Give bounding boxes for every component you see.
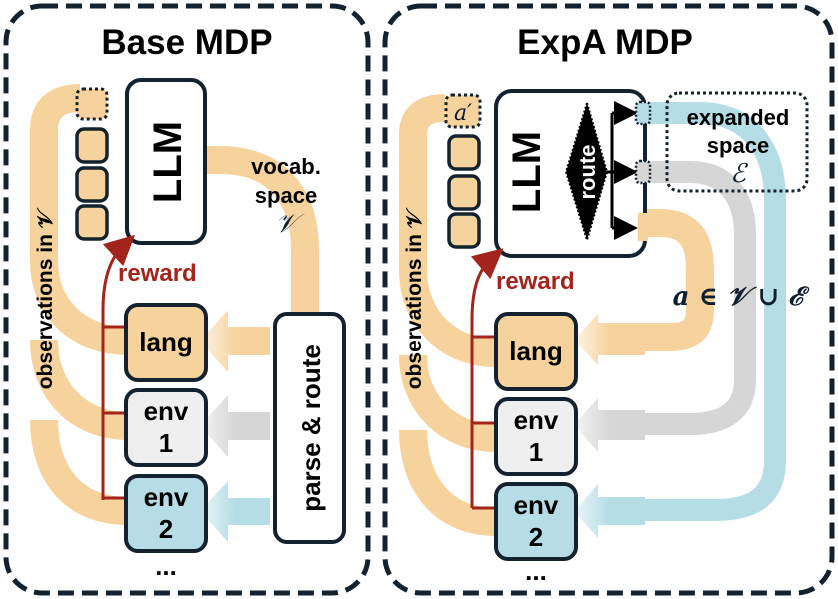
expa-title: ExpA MDP: [517, 23, 693, 62]
expa-reward-label: reward: [496, 268, 575, 295]
token-square: [447, 134, 481, 171]
lang-action-flow: [638, 209, 714, 351]
base-mdp-panel: Base MDP LLM vocab. space 𝒱: [3, 3, 371, 596]
action-space-label: a ∈ 𝒱 ∪ ℰ: [673, 282, 811, 312]
base-module-lang: lang: [124, 303, 208, 382]
parse-route-box: [273, 312, 346, 544]
base-reward-connector: [101, 234, 135, 500]
expa-observation-flows: [399, 94, 497, 536]
expa-llm-label: LLM: [505, 131, 549, 213]
base-panel-frame: [3, 3, 371, 596]
obs-flow-env2: [30, 419, 129, 525]
obs-flow-env1: [399, 354, 497, 452]
expanded-slot-blue: [634, 100, 652, 126]
expanded-label-line2: space: [707, 133, 769, 158]
base-env2-label-line2: 2: [159, 514, 173, 544]
arrow-to-env1: [200, 395, 270, 457]
token-square: [447, 174, 481, 211]
parse-route-label: parse & route: [296, 344, 326, 512]
vocab-slot-orange: [638, 213, 648, 241]
token-square: [75, 166, 109, 203]
base-llm-label: LLM: [146, 121, 190, 203]
arrow-to-env2: [574, 484, 645, 538]
route-label: route: [575, 145, 600, 200]
expa-action-flows: [638, 102, 786, 521]
expa-action-arrows: [574, 314, 645, 538]
expa-token-stack: a′: [444, 93, 482, 249]
env1-action-flow: [640, 161, 756, 435]
expa-observations-label: observations in 𝒱: [403, 207, 426, 389]
base-module-env2: env 2: [124, 474, 208, 553]
expa-lang-label: lang: [509, 336, 562, 366]
obs-flow-env1: [30, 339, 129, 440]
expa-module-env1: env 1: [494, 397, 578, 476]
expa-ellipsis: ...: [525, 556, 547, 586]
arrow-to-lang: [574, 314, 645, 365]
arrow-to-env2: [200, 481, 270, 542]
obs-flow-lang: [399, 94, 497, 367]
expanded-symbol: ℰ: [730, 159, 748, 189]
token-square: [447, 212, 481, 249]
expa-mdp-panel: ExpA MDP a′ LLM: [382, 3, 835, 596]
base-env2-label-line1: env: [144, 482, 189, 512]
expa-env1-label-line2: 1: [529, 437, 543, 467]
base-observation-flows: [30, 84, 129, 525]
base-env1-label-line2: 1: [159, 428, 173, 458]
env2-action-flow: [640, 102, 786, 521]
route-diamond: [564, 99, 609, 244]
expa-module-env2: env 2: [494, 482, 578, 561]
a-prime-label: a′: [454, 101, 472, 126]
base-action-arrows: [200, 310, 270, 542]
vocab-label-line2: space: [255, 183, 317, 208]
expa-env1-label-line1: env: [514, 405, 559, 435]
base-module-env1: env 1: [124, 388, 208, 467]
base-title: Base MDP: [101, 23, 272, 62]
base-lang-label: lang: [139, 327, 192, 357]
arrow-to-lang: [200, 310, 270, 372]
base-observations-label: observations in 𝒱: [34, 207, 57, 389]
expa-env2-label-line1: env: [514, 490, 559, 520]
obs-flow-env2: [399, 429, 497, 536]
base-reward-label: reward: [118, 260, 197, 287]
expa-env2-label-line2: 2: [529, 522, 543, 552]
token-square: [75, 127, 109, 164]
next-token-slot: [75, 87, 109, 121]
expa-panel-frame: [382, 3, 835, 596]
obs-flow-lang: [30, 84, 129, 355]
expa-reward-connector: [470, 248, 504, 510]
vocab-label-line1: vocab.: [251, 154, 321, 179]
base-llm-box: [125, 78, 207, 245]
arrow-to-env1: [574, 398, 645, 452]
route-branch-arrows: [607, 101, 638, 240]
base-env1-label-line1: env: [144, 396, 189, 426]
expa-module-lang: lang: [494, 312, 578, 391]
a-prime-slot: [444, 93, 482, 129]
vocab-space-flow: [205, 146, 319, 315]
expanded-label-line1: expanded: [687, 105, 790, 130]
base-ellipsis: ...: [155, 551, 177, 581]
expanded-slot-gray: [634, 159, 652, 185]
token-square: [75, 204, 109, 241]
base-token-stack: [75, 87, 109, 241]
